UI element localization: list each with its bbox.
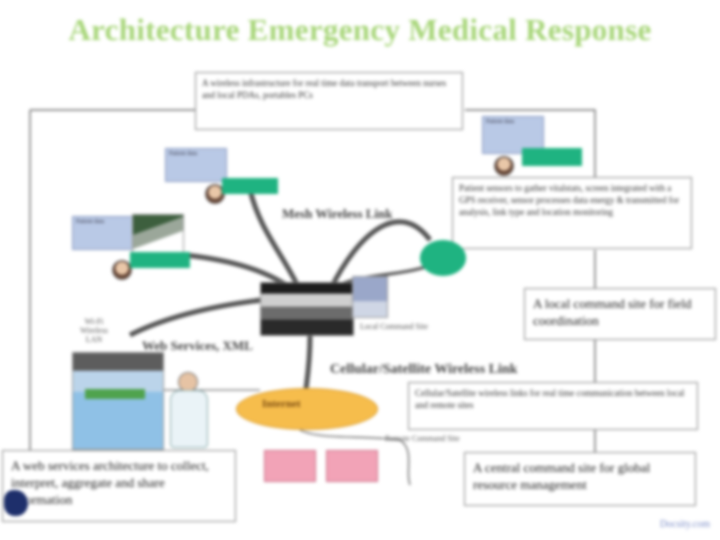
mesh-link-label: Mesh Wireless Link [282, 206, 393, 221]
sensor-tag-1 [222, 178, 278, 194]
web-services-screenshot [72, 352, 164, 450]
web-services-callout: A web services architecture to collect, … [2, 450, 236, 522]
web-services-link-label: Web Services, XML [142, 338, 253, 353]
local-command-site-label: Local Command Site [360, 322, 428, 331]
nurse-pda-card-2: Patient data [72, 216, 134, 250]
slide-footer: Docsity.com [659, 519, 710, 530]
central-command-text: A central command site for global resour… [473, 460, 651, 492]
ambulance-photo [132, 214, 184, 254]
web-services-screenshot-bar [85, 389, 145, 399]
internet-label: Internet [262, 398, 301, 410]
nurse-avatar-1 [205, 184, 225, 204]
internet-to-central-curve [299, 429, 411, 486]
nurse-pda-card-2-text: Patient data [76, 219, 105, 225]
nurse-pda-card-3: Patient data [482, 116, 544, 154]
frame-top-right-line [465, 109, 596, 180]
wireless-lan-label: Wi-Fi Wireless LAN [80, 317, 108, 344]
wifi-link-curve [128, 297, 263, 338]
doctor-figure [168, 372, 208, 448]
laptop-screen [352, 276, 388, 318]
sensor-tag-3 [522, 148, 582, 166]
mesh-link-curve-3 [327, 219, 432, 292]
nurse-pda-card-3-text: Patient data [486, 119, 515, 125]
wireless-infrastructure-text: A wireless infrastructure for real time … [202, 78, 447, 100]
doctor-coat [170, 390, 208, 448]
cellular-link-label: Cellular/Satellite Wireless Link [330, 362, 518, 377]
web-services-text: A web services architecture to collect, … [11, 458, 209, 507]
central-command-callout: A central command site for global resour… [464, 452, 696, 506]
nurse-avatar-2 [112, 260, 132, 280]
remote-server-1 [264, 450, 316, 482]
nurse-pda-card-1: Patient data [165, 148, 227, 182]
cellular-links-text: Cellular/Satellite wireless links for re… [415, 388, 685, 410]
remote-command-site-label: Remote Command Site [385, 434, 460, 443]
local-command-site-photo [260, 282, 354, 336]
wireless-infrastructure-callout: A wireless infrastructure for real time … [195, 72, 463, 130]
local-command-callout: A local command site for field coordinat… [524, 288, 716, 340]
wireless-sensor-node [420, 240, 466, 276]
local-command-text: A local command site for field coordinat… [533, 296, 692, 328]
sensor-tag-2 [130, 252, 190, 268]
mesh-link-curve-1 [247, 189, 303, 292]
nurse-avatar-3 [494, 156, 514, 176]
internet-cloud [236, 388, 378, 430]
patient-sensor-callout: Patient sensors to gather vitalstats, sc… [452, 177, 692, 249]
cellular-links-callout: Cellular/Satellite wireless links for re… [408, 382, 698, 430]
map-decoration [4, 490, 28, 516]
patient-sensor-text: Patient sensors to gather vitalstats, sc… [459, 183, 680, 217]
doctor-head [178, 372, 198, 392]
remote-server-2 [326, 450, 378, 482]
nurse-pda-card-1-text: Patient data [169, 151, 198, 157]
slide-title: Architecture Emergency Medical Response [68, 12, 652, 47]
